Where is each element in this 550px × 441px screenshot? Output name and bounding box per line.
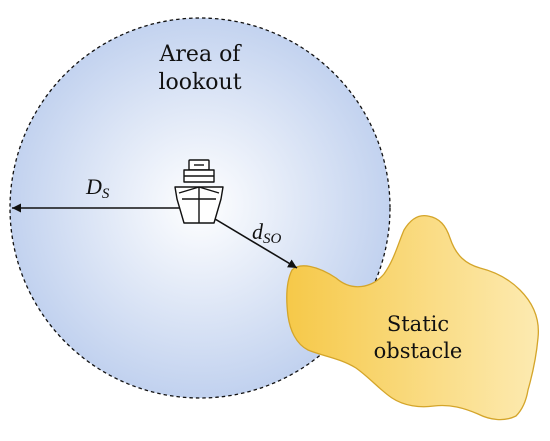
obstacle-distance-label: dSO xyxy=(252,219,282,247)
obstacle-label-line2: obstacle xyxy=(374,339,463,363)
static-obstacle-shape xyxy=(286,214,540,421)
safety-radius-label: DS xyxy=(85,174,110,202)
obstacle-label-line1: Static xyxy=(387,312,449,336)
lookout-area-label-line2: lookout xyxy=(158,70,241,95)
obstacle-distance-arrow xyxy=(199,209,298,269)
lookout-area-label-line1: Area of xyxy=(159,42,243,67)
ship-icon xyxy=(174,159,224,224)
